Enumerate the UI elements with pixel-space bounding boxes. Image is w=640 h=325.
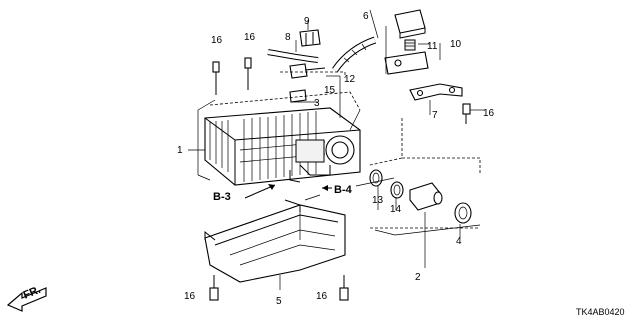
reference-arrows: [244, 184, 332, 199]
purge-hose-6: [332, 36, 377, 73]
callout-4: 4: [456, 236, 462, 247]
callout-6: 6: [363, 11, 369, 22]
callout-16e: 16: [316, 291, 328, 302]
callout-7: 7: [432, 110, 438, 121]
callout-9: 9: [304, 16, 310, 27]
callout-1: 1: [177, 145, 183, 156]
reference-b3: B-3: [213, 191, 231, 203]
nozzle-2: [409, 182, 443, 211]
callout-13: 13: [372, 195, 384, 206]
bolt-16d: [209, 275, 219, 301]
callout-16b: 16: [244, 32, 256, 43]
callout-labels: 1 2 3 4 5 6 7 8 9 10 11 12 13 14 15 16 1…: [177, 11, 495, 307]
bolt-16e: [339, 275, 349, 301]
diagram-code: TK4AB0420: [576, 307, 625, 317]
valve-10: [384, 9, 429, 75]
callout-16c: 16: [483, 108, 495, 119]
callout-3: 3: [314, 98, 320, 109]
callout-8: 8: [285, 32, 291, 43]
callout-11: 11: [427, 41, 438, 52]
clip-9: [299, 29, 321, 47]
bracket-lower: [204, 199, 346, 283]
callout-16a: 16: [211, 35, 223, 46]
callout-5: 5: [276, 296, 282, 307]
bolt-16a: [212, 61, 220, 95]
hose-8: [267, 49, 319, 63]
canister-assembly: [204, 107, 361, 186]
callout-10: 10: [450, 39, 462, 50]
callout-2: 2: [415, 272, 421, 283]
callout-16d: 16: [184, 291, 196, 302]
fitting-12: [289, 63, 326, 79]
callout-12: 12: [344, 74, 356, 85]
cap-4: [454, 202, 472, 224]
leader-lines: [188, 9, 485, 290]
bolt-16c: [462, 103, 471, 124]
callout-14: 14: [390, 204, 402, 215]
bolt-16b: [244, 57, 252, 90]
clamp-15: [289, 89, 307, 103]
seal-14: [390, 181, 404, 199]
callout-15: 15: [324, 85, 336, 96]
reference-b4: B-4: [334, 184, 353, 196]
dashed-outlines: [209, 71, 481, 240]
bracket-7: [409, 83, 463, 101]
front-direction-arrow-icon: [6, 287, 47, 312]
seal-13: [369, 169, 383, 187]
seal-11: [404, 39, 416, 51]
